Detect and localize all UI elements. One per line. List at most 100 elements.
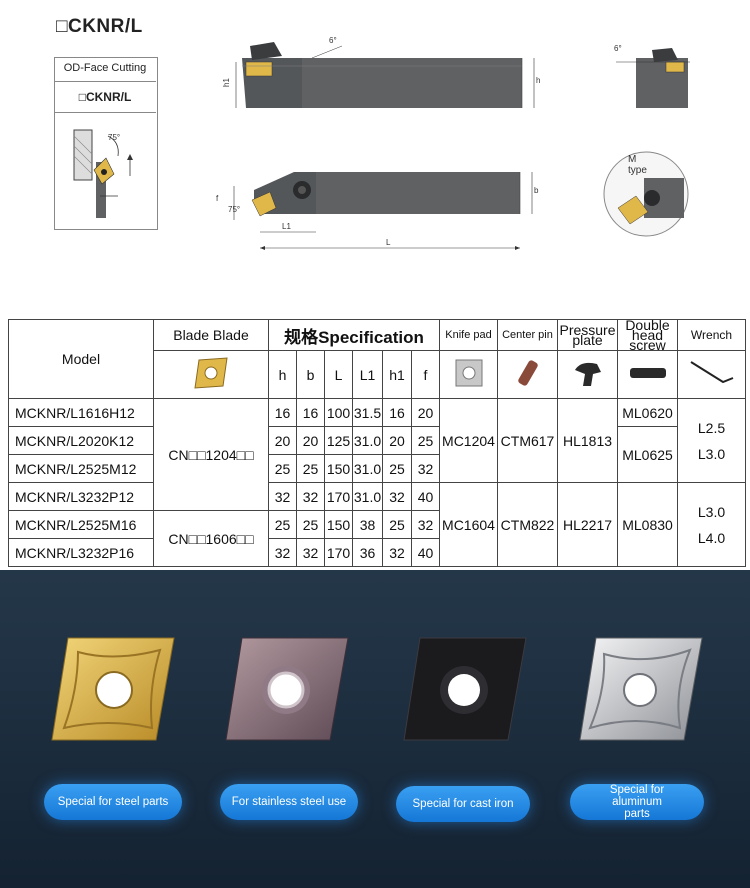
- tool-end-view: [616, 48, 690, 108]
- cell-h: 25: [268, 510, 297, 539]
- dim-L-label: L: [386, 238, 391, 247]
- cell-h1: 16: [382, 398, 412, 427]
- mode-box: [54, 57, 158, 230]
- table-row: MCKNR/L3232P16 32 32 170 36 32 40: [8, 538, 746, 567]
- row-model: MCKNR/L1616H12: [8, 398, 154, 427]
- cell-L: 100: [324, 398, 353, 427]
- cell-h: 16: [268, 398, 297, 427]
- dim-h-label: h: [536, 76, 541, 85]
- pressure-plate-group2: HL2217: [557, 482, 618, 567]
- col-b: b: [296, 350, 325, 399]
- insert-aluminum-image: [579, 637, 703, 741]
- spec-table: Model Blade Blade 规格Specification Knife …: [8, 318, 746, 567]
- m-type-label-line1: M: [628, 154, 637, 165]
- pressure-plate-group1: HL1813: [557, 398, 618, 483]
- wrench-value-c: L3.0: [697, 503, 726, 520]
- dim-f-label: f: [216, 194, 219, 203]
- m-type-label: M type: [628, 154, 647, 176]
- cell-f: 40: [411, 538, 440, 567]
- cell-h1: 32: [382, 538, 412, 567]
- wrench-cell-group1: L2.5 L3.0: [677, 398, 746, 483]
- row-model: MCKNR/L2020K12: [8, 426, 154, 455]
- cell-L: 125: [324, 426, 353, 455]
- pressure-plate-icon: [574, 362, 601, 386]
- angle-6-label-b: 6°: [614, 44, 622, 53]
- aluminum-parts-button[interactable]: Special for aluminum parts: [570, 784, 704, 820]
- row-model: MCKNR/L3232P12: [8, 482, 154, 511]
- screw-cell-a: ML0620: [617, 398, 678, 427]
- header-knife-pad: Knife pad: [439, 319, 498, 351]
- row-model: MCKNR/L3232P16: [8, 538, 154, 567]
- angle-75-label-a: 75°: [108, 133, 121, 142]
- cell-L: 170: [324, 482, 353, 511]
- screw-image: [617, 350, 678, 399]
- center-pin-image: [497, 350, 558, 399]
- cell-b: 25: [296, 510, 325, 539]
- page-title: □CKNR/L: [56, 16, 143, 37]
- cell-f: 32: [411, 454, 440, 483]
- cell-L: 150: [324, 510, 353, 539]
- knife-pad-group2: MC1604: [439, 482, 498, 567]
- insert-cast-iron-image: [403, 637, 527, 741]
- pressure-plate-image: [557, 350, 618, 399]
- col-h: h: [268, 350, 297, 399]
- cast-iron-button[interactable]: Special for cast iron: [396, 786, 530, 822]
- header-double-head-screw: Double head screw: [617, 318, 678, 352]
- cell-L1: 31.0: [352, 482, 383, 511]
- knife-pad-image: [439, 350, 498, 399]
- cell-h1: 25: [382, 454, 412, 483]
- table-row: MCKNR/L2525M12 25 25 150 31.0 25 32: [8, 454, 746, 483]
- wrench-cell-group2: L3.0 L4.0: [677, 482, 746, 567]
- cell-f: 32: [411, 510, 440, 539]
- cell-h: 25: [268, 454, 297, 483]
- tool-top-view: [233, 172, 533, 250]
- row-model: MCKNR/L2525M16: [8, 510, 154, 539]
- cell-L: 150: [324, 454, 353, 483]
- wrench-value-d: L4.0: [697, 529, 726, 546]
- header-model: Model: [8, 319, 154, 399]
- knife-pad-icon: [455, 359, 482, 387]
- cell-b: 32: [296, 482, 325, 511]
- blade-insert-image: [153, 350, 269, 399]
- screw-cell-b: ML0625: [617, 426, 678, 483]
- dim-L1-label: L1: [282, 222, 291, 231]
- screw-cell-c: ML0830: [617, 482, 678, 567]
- insert-stainless-image: [225, 637, 349, 741]
- cutting-diagram: [73, 129, 133, 218]
- insert-gold-icon: [194, 357, 228, 389]
- knife-pad-group1: MC1204: [439, 398, 498, 483]
- cell-L1: 36: [352, 538, 383, 567]
- insert-steel-image: [51, 637, 175, 741]
- m-type-detail: [603, 151, 689, 237]
- mode-label: OD-Face Cutting: [54, 57, 156, 82]
- header-spec: 规格Specification: [268, 319, 440, 351]
- cell-h1: 20: [382, 426, 412, 455]
- angle-6-label-a: 6°: [329, 36, 337, 45]
- cell-b: 32: [296, 538, 325, 567]
- table-row: MCKNR/L1616H12 CN□□1204□□ 16 16 100 31.5…: [8, 398, 746, 511]
- cell-f: 25: [411, 426, 440, 455]
- cell-h: 20: [268, 426, 297, 455]
- cell-b: 20: [296, 426, 325, 455]
- cell-L: 170: [324, 538, 353, 567]
- wrench-value-a: L2.5: [697, 419, 726, 436]
- dim-b-label: b: [534, 186, 539, 195]
- m-type-label-line2: type: [628, 165, 647, 176]
- wrench-icon: [689, 361, 733, 384]
- tool-side-view: [235, 42, 535, 108]
- steel-parts-button[interactable]: Special for steel parts: [44, 784, 182, 820]
- cell-h1: 25: [382, 510, 412, 539]
- cell-h: 32: [268, 482, 297, 511]
- stainless-steel-button[interactable]: For stainless steel use: [220, 784, 358, 820]
- cell-f: 40: [411, 482, 440, 511]
- cell-b: 25: [296, 454, 325, 483]
- header-pressure-plate: Pressure plate: [557, 319, 618, 351]
- angle-75-label-b: 75°: [228, 205, 241, 214]
- cell-h: 32: [268, 538, 297, 567]
- cell-h1: 32: [382, 482, 412, 511]
- double-head-screw-icon: [629, 368, 666, 378]
- blade-cell-group2: CN□□1606□□: [153, 510, 269, 567]
- center-pin-group2: CTM822: [497, 482, 558, 567]
- cell-L1: 31.0: [352, 454, 383, 483]
- header-wrench: Wrench: [677, 319, 746, 351]
